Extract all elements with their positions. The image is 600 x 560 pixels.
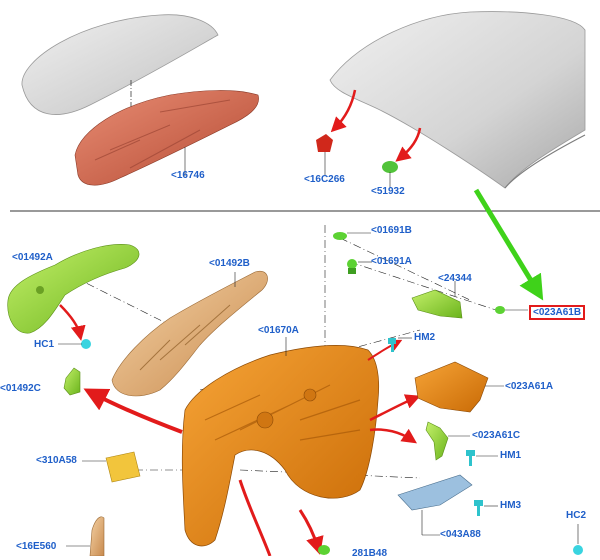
- roof-insulator-16746: [74, 90, 259, 186]
- red-arrow: [238, 479, 272, 556]
- label-24344: <24344: [438, 273, 472, 284]
- label-01670A: <01670A: [258, 325, 299, 336]
- label-023A61C: <023A61C: [472, 430, 521, 441]
- dash-panel-01670A: [181, 345, 380, 547]
- label-HC2: HC2: [566, 510, 587, 521]
- label-HC1: HC1: [34, 339, 55, 350]
- label-01492B: <01492B: [209, 258, 250, 269]
- red-arrow: [83, 388, 183, 434]
- label-281B48: 281B48: [352, 548, 388, 559]
- label-HM1: HM1: [500, 450, 522, 461]
- part-16C266: [316, 134, 333, 152]
- label-023A61A: <023A61A: [505, 381, 554, 392]
- label-01492C: <01492C: [0, 383, 41, 394]
- clip-HC2: [573, 524, 583, 555]
- bracket-24344: [411, 289, 463, 319]
- green-arrow: [473, 188, 544, 301]
- label-16746: <16746: [171, 170, 205, 181]
- label-16C266: <16C266: [304, 174, 345, 185]
- label-01492A: <01492A: [12, 252, 53, 263]
- clip-HC1: [81, 339, 91, 349]
- fastener-HM2: [388, 338, 396, 352]
- part-51932: [382, 161, 398, 173]
- bracket-043A88: [397, 474, 473, 511]
- plug-023A61B: [495, 306, 505, 314]
- red-arrow: [369, 394, 421, 422]
- label-51932: <51932: [371, 186, 405, 197]
- label-043A88: <043A88: [440, 529, 481, 540]
- roof-panel-right: [329, 11, 586, 189]
- label-HM3: HM3: [500, 500, 522, 511]
- pad-310A58: [105, 451, 141, 483]
- fastener-HM3: [474, 500, 483, 516]
- bracket-01492C: [63, 367, 81, 396]
- panel-023A61A: [414, 361, 489, 413]
- label-16E560: <16E560: [16, 541, 57, 552]
- red-arrow: [59, 304, 86, 341]
- label-310A58: <310A58: [36, 455, 77, 466]
- clip-01691A: [347, 259, 357, 274]
- red-arrow: [369, 428, 417, 444]
- bracket-01492A: [7, 244, 140, 334]
- part-281B48: [318, 545, 330, 555]
- bracket-16E560: [89, 516, 105, 556]
- label-HM2: HM2: [414, 332, 436, 343]
- bracket-01492B: [111, 270, 268, 397]
- red-arrow: [298, 509, 324, 555]
- fastener-HM1: [466, 450, 475, 466]
- roof-panel-left: [21, 14, 219, 115]
- label-01691A: <01691A: [371, 256, 412, 267]
- bracket-023A61C: [425, 421, 449, 461]
- red-arrow: [395, 127, 422, 162]
- label-01691B: <01691B: [371, 225, 412, 236]
- label-023A61B: <023A61B: [529, 305, 586, 320]
- clip-01691B: [333, 232, 347, 240]
- red-arrow: [330, 89, 357, 133]
